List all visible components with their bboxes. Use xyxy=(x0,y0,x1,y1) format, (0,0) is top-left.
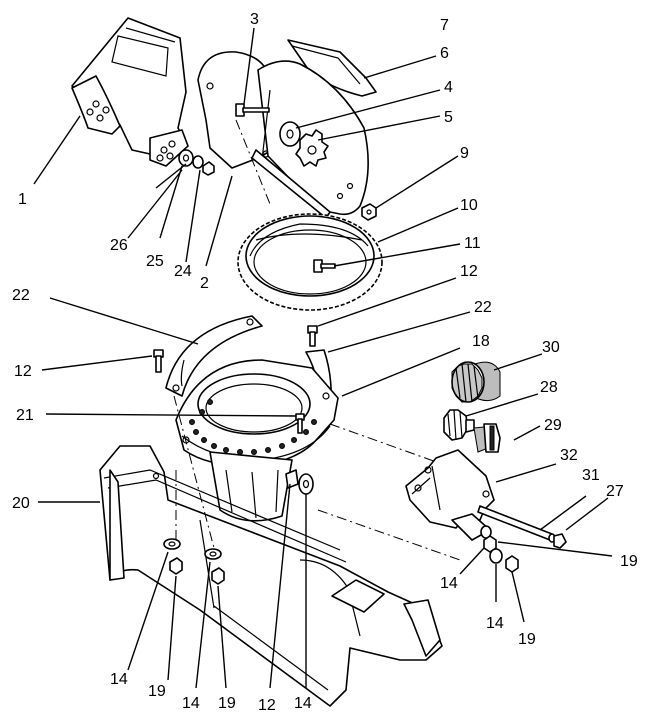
callout-14-d: 14 xyxy=(440,575,458,592)
part-worm-gear-30 xyxy=(451,361,501,403)
part-bolt-12-top xyxy=(307,325,318,347)
callout-11: 11 xyxy=(464,235,481,252)
callout-labels: 1 2 3 4 5 6 7 9 10 11 12 12 12 14 14 14 … xyxy=(12,11,638,714)
callout-12-bottom: 12 xyxy=(258,697,276,714)
callout-26: 26 xyxy=(110,237,128,254)
part-washers-24-26 xyxy=(178,149,215,176)
callout-9: 9 xyxy=(460,145,469,162)
callout-5: 5 xyxy=(444,109,453,126)
callout-24: 24 xyxy=(174,263,192,280)
callout-30: 30 xyxy=(542,339,560,356)
callout-3: 3 xyxy=(250,11,259,28)
leader-lines xyxy=(33,27,613,689)
callout-25: 25 xyxy=(146,253,164,270)
callout-18: 18 xyxy=(472,333,490,350)
part-deflector xyxy=(71,17,189,167)
part-bracket-32 xyxy=(405,449,495,541)
callout-28: 28 xyxy=(540,379,558,396)
callout-7: 7 xyxy=(440,17,449,34)
part-nut-19-b xyxy=(211,567,225,585)
callout-14-b: 14 xyxy=(182,695,200,712)
callout-27: 27 xyxy=(606,483,624,500)
part-bolt-3 xyxy=(235,103,270,117)
callout-19-c: 19 xyxy=(620,553,638,570)
callout-14-e: 14 xyxy=(486,615,504,632)
callout-22-left: 22 xyxy=(12,287,30,304)
part-washer-14-a xyxy=(163,538,181,550)
callout-14-c: 14 xyxy=(294,695,312,712)
part-nut-9 xyxy=(361,203,377,221)
callout-19-a: 19 xyxy=(148,683,166,700)
callout-32: 32 xyxy=(560,447,578,464)
callout-4: 4 xyxy=(444,79,453,96)
part-pinion-29 xyxy=(473,423,501,453)
callout-19-b: 19 xyxy=(218,695,236,712)
callout-19-d: 19 xyxy=(518,631,536,648)
part-bolt-12-left xyxy=(153,349,164,373)
part-shaft-31 xyxy=(477,505,556,543)
part-gear-ring-10 xyxy=(237,213,383,311)
part-auger-housing-20 xyxy=(99,445,443,707)
callout-1: 1 xyxy=(18,191,27,208)
callout-29: 29 xyxy=(544,417,562,434)
part-bolt-21 xyxy=(295,413,305,434)
part-rotating-base-18 xyxy=(175,359,339,467)
part-bolt-12-center xyxy=(285,469,314,495)
part-gear-28 xyxy=(443,409,475,441)
part-nut-19-d xyxy=(505,555,519,573)
part-washer-14-b xyxy=(204,548,222,560)
callout-12-top: 12 xyxy=(460,263,478,280)
part-chute-cylinder xyxy=(209,451,293,522)
part-nut-19-a xyxy=(169,557,183,575)
callout-2: 2 xyxy=(200,275,209,292)
part-washer-14-d xyxy=(489,548,503,564)
callout-20: 20 xyxy=(12,495,30,512)
callout-6: 6 xyxy=(440,45,449,62)
callout-12-left: 12 xyxy=(14,363,32,380)
callout-22-right: 22 xyxy=(474,299,492,316)
callout-10: 10 xyxy=(460,197,478,214)
callout-21: 21 xyxy=(16,407,34,424)
part-washer-4 xyxy=(279,121,301,147)
part-capnut-27 xyxy=(553,533,567,549)
part-retainer-left xyxy=(165,315,263,397)
callout-14-a: 14 xyxy=(110,671,128,688)
callout-31: 31 xyxy=(582,467,600,484)
